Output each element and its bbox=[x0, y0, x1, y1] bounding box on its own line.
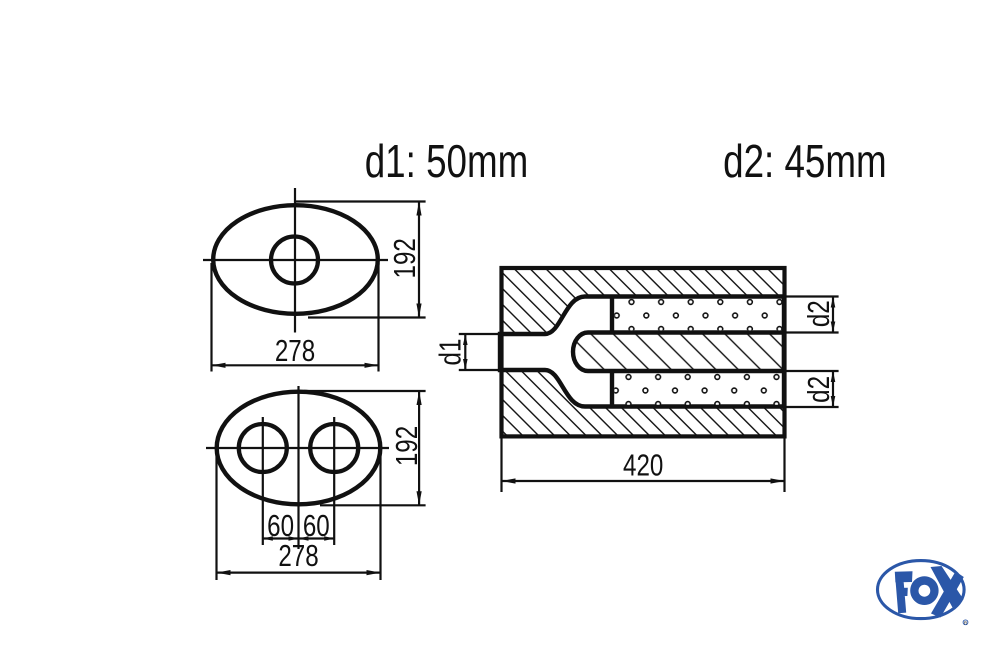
svg-text:d1: d1 bbox=[433, 339, 468, 366]
svg-text:192: 192 bbox=[389, 426, 424, 466]
svg-text:60: 60 bbox=[267, 508, 294, 543]
svg-text:192: 192 bbox=[387, 238, 422, 278]
svg-text:d2: d2 bbox=[801, 300, 836, 327]
svg-text:R: R bbox=[964, 620, 968, 625]
svg-text:d2: 45mm: d2: 45mm bbox=[723, 135, 887, 187]
svg-text:d2: d2 bbox=[801, 376, 836, 403]
svg-text:278: 278 bbox=[275, 333, 315, 368]
svg-text:d1: 50mm: d1: 50mm bbox=[365, 135, 529, 187]
svg-text:420: 420 bbox=[623, 448, 663, 483]
svg-text:60: 60 bbox=[303, 508, 330, 543]
svg-text:278: 278 bbox=[278, 538, 318, 573]
